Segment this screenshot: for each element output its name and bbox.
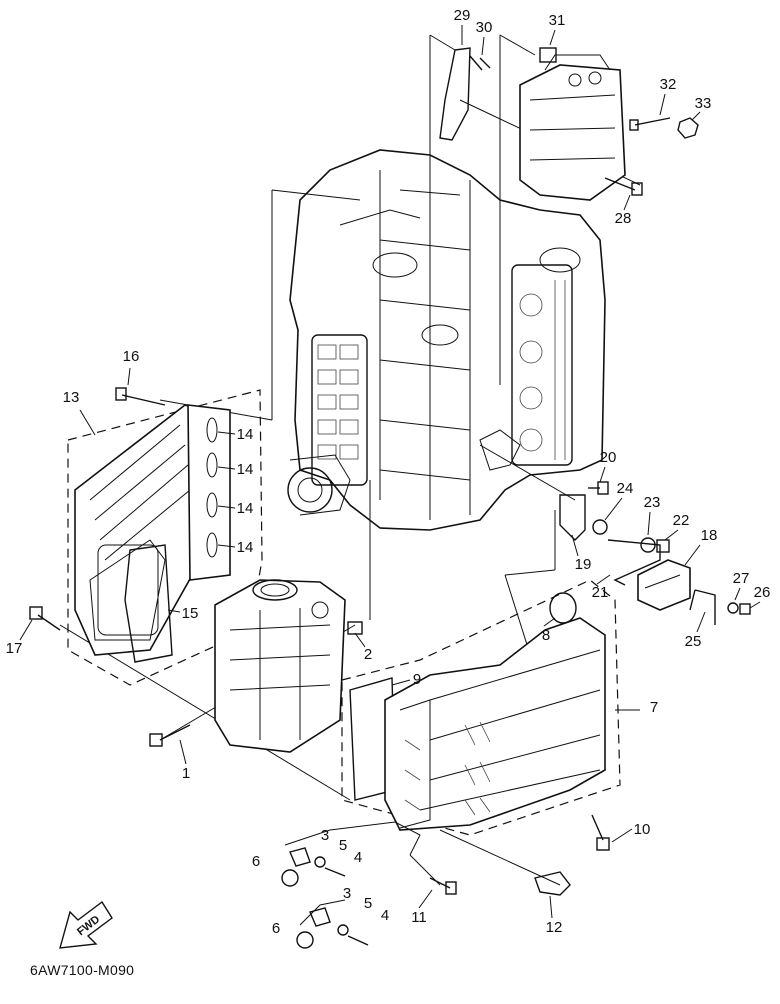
collar-22: [656, 539, 670, 553]
callout-14d: 14: [237, 539, 254, 556]
callout-14b: 14: [237, 461, 254, 478]
bracket-29: [439, 47, 471, 141]
bracket-21: [607, 539, 661, 586]
callout-30: 30: [476, 19, 493, 36]
callout-6b: 6: [272, 920, 280, 937]
cap-8: [549, 592, 577, 624]
callout-10: 10: [634, 821, 651, 838]
callout-33: 33: [695, 95, 712, 112]
callout-5b: 5: [364, 895, 372, 912]
fwd-arrow-icon: FWD: [59, 900, 113, 949]
bolt-1: [149, 724, 191, 747]
callout-29: 29: [454, 7, 471, 24]
callout-1: 1: [182, 765, 190, 782]
callout-leaders: [19, 25, 761, 919]
bracket-25: [689, 589, 716, 625]
callout-18: 18: [701, 527, 718, 544]
callout-3a: 3: [321, 827, 329, 844]
callout-23: 23: [644, 494, 661, 511]
callout-22: 22: [673, 512, 690, 529]
manifold-group-outline: [341, 579, 621, 836]
collar-2: [347, 621, 363, 635]
callout-3b: 3: [343, 885, 351, 902]
bolt-32: [629, 117, 671, 131]
callout-16: 16: [123, 348, 140, 365]
diagram-code: 6AW7100-M090: [30, 962, 134, 978]
callout-27: 27: [733, 570, 750, 587]
callout-11: 11: [411, 909, 427, 926]
bracket-19: [559, 494, 586, 541]
clamp-12: [534, 871, 571, 896]
callout-25: 25: [685, 633, 702, 650]
bolt-30: [469, 55, 491, 71]
electrical-component-box: [519, 47, 626, 201]
bolt-28: [604, 177, 643, 196]
callout-7: 7: [650, 699, 658, 716]
throttle-body: [214, 579, 346, 753]
callout-8: 8: [542, 627, 550, 644]
callout-9: 9: [413, 671, 421, 688]
bolt-26: [739, 603, 751, 615]
fwd-label: FWD: [75, 913, 102, 938]
intake-silencer: [74, 404, 201, 656]
callout-13: 13: [63, 389, 80, 406]
callout-2: 2: [364, 646, 372, 663]
callout-4b: 4: [381, 907, 389, 924]
callout-4a: 4: [354, 849, 362, 866]
callout-21: 21: [592, 584, 609, 601]
callout-5a: 5: [339, 837, 347, 854]
bolt-16: [115, 387, 166, 406]
intake-plate: [187, 404, 231, 581]
nut-33: [677, 117, 699, 139]
callout-6a: 6: [252, 853, 260, 870]
callout-15: 15: [182, 605, 199, 622]
callout-14a: 14: [237, 426, 254, 443]
callout-12: 12: [546, 919, 563, 936]
callout-28: 28: [615, 210, 632, 227]
callout-31: 31: [549, 12, 566, 29]
bolt-17: [29, 606, 61, 631]
sensor-assembly-upper: [281, 821, 421, 887]
bolt-11: [429, 877, 457, 895]
callout-32: 32: [660, 76, 677, 93]
callout-19: 19: [575, 556, 592, 573]
grommet-24: [592, 519, 608, 535]
sensor-assembly-lower: [296, 899, 369, 949]
callout-numbers: 1 2 3 3 4 4 5 5 6 6 7 8 9 10 11 12 13 14…: [6, 7, 771, 937]
engine-block: [287, 149, 606, 531]
grommet-23: [640, 537, 656, 553]
intake-manifold: [384, 617, 606, 831]
bolt-10: [591, 814, 610, 851]
callout-26: 26: [754, 584, 771, 601]
callout-14c: 14: [237, 500, 254, 517]
relay-18: [637, 559, 691, 611]
gasket-15: [124, 544, 173, 663]
callout-17: 17: [6, 640, 23, 657]
washer-27: [727, 602, 739, 614]
callout-24: 24: [617, 480, 634, 497]
bolt-20: [588, 481, 609, 495]
callout-20: 20: [600, 449, 617, 466]
